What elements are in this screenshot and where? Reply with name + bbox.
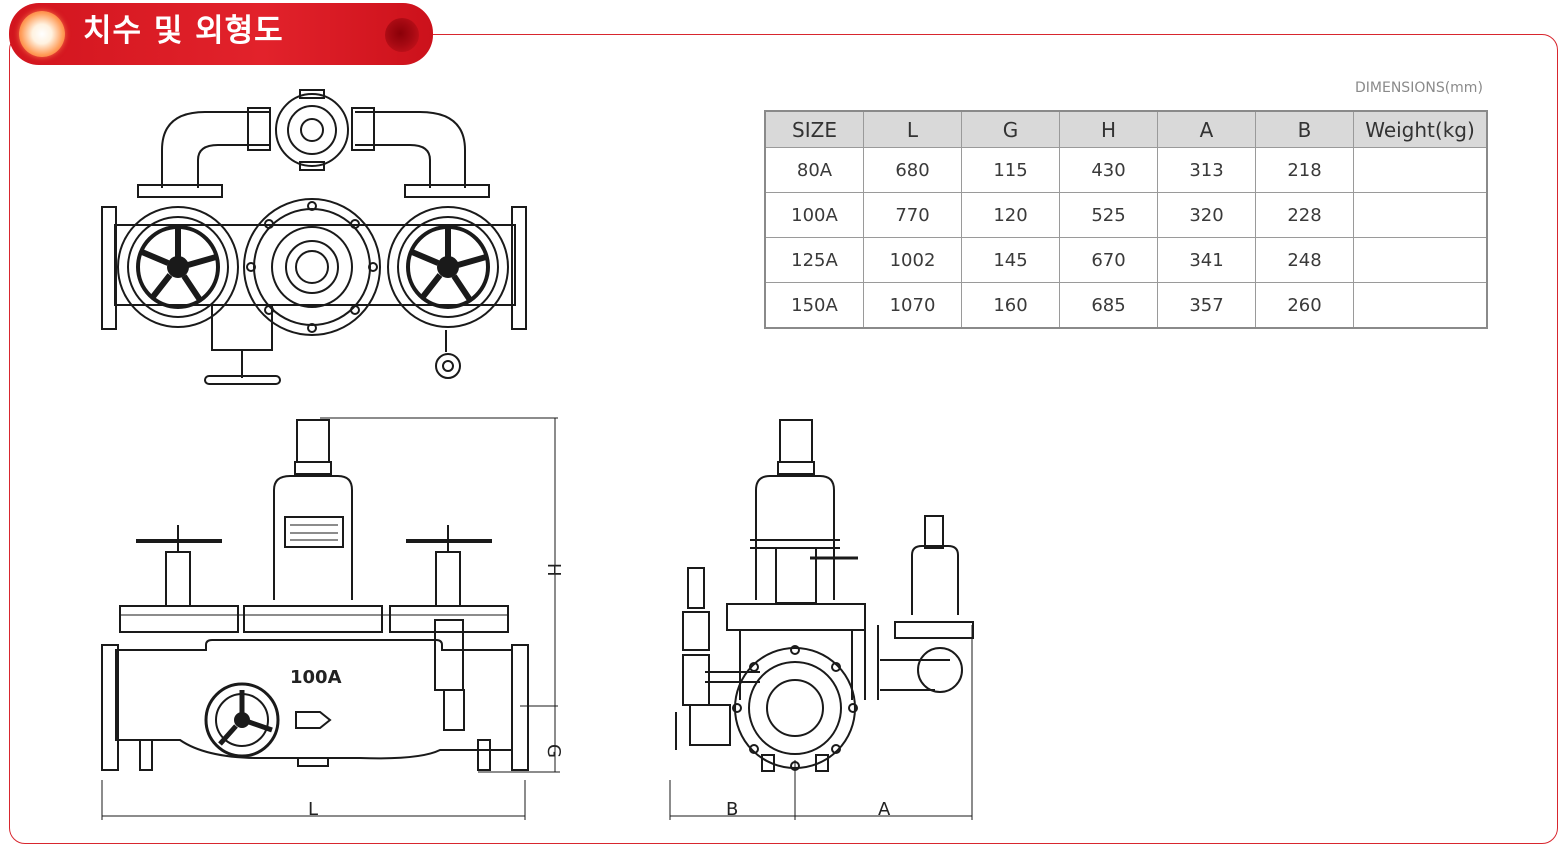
- dim-label-l: L: [308, 799, 318, 820]
- dim-label-b: B: [726, 799, 738, 820]
- table-cell: 115: [961, 147, 1060, 193]
- table-cell: 357: [1157, 282, 1256, 329]
- table-cell: 685: [1059, 282, 1158, 329]
- table-cell: [1353, 237, 1488, 283]
- table-cell: 160: [961, 282, 1060, 329]
- table-cell: 770: [863, 192, 962, 238]
- table-row: 80A 680 115 430 313 218: [764, 147, 1488, 193]
- section-title: 치수 및 외형도: [83, 13, 284, 49]
- side-view-drawing: B A: [669, 419, 974, 820]
- dot-icon: [385, 18, 419, 52]
- table-cell: 145: [961, 237, 1060, 283]
- front-view-drawing: 100A L G H: [101, 417, 564, 820]
- table-row: 125A 1002 145 670 341 248: [764, 237, 1488, 283]
- dim-label-a: A: [878, 799, 891, 820]
- column-header: SIZE: [764, 110, 864, 148]
- table-cell: 525: [1059, 192, 1158, 238]
- table-header-row: SIZE L G H A B Weight(kg): [764, 110, 1488, 148]
- table-cell: 1002: [863, 237, 962, 283]
- table-cell: 670: [1059, 237, 1158, 283]
- top-view-drawing: [101, 89, 527, 385]
- table-cell: 248: [1255, 237, 1354, 283]
- table-cell: 80A: [764, 147, 864, 193]
- bullet-icon: [19, 11, 65, 57]
- table-cell: [1353, 282, 1488, 329]
- table-row: 100A 770 120 525 320 228: [764, 192, 1488, 238]
- dimensions-table: SIZE L G H A B Weight(kg) 80A 680 115 43…: [764, 110, 1488, 329]
- table-cell: 430: [1059, 147, 1158, 193]
- table-cell: 313: [1157, 147, 1256, 193]
- table-cell: 260: [1255, 282, 1354, 329]
- table-cell: 125A: [764, 237, 864, 283]
- table-cell: [1353, 147, 1488, 193]
- content-frame: [9, 34, 1558, 844]
- table-cell: 100A: [764, 192, 864, 238]
- dim-label-g: G: [543, 744, 564, 758]
- dim-label-h: H: [543, 563, 564, 577]
- column-header: B: [1255, 110, 1354, 148]
- table-row: 150A 1070 160 685 357 260: [764, 282, 1488, 329]
- section-title-tab: [9, 3, 433, 65]
- table-cell: 218: [1255, 147, 1354, 193]
- size-mark-label: 100A: [290, 667, 342, 688]
- table-cell: 341: [1157, 237, 1256, 283]
- table-cell: 150A: [764, 282, 864, 329]
- dimensions-unit-label: DIMENSIONS(mm): [1355, 80, 1483, 96]
- table-cell: [1353, 192, 1488, 238]
- table-cell: 228: [1255, 192, 1354, 238]
- column-header: Weight(kg): [1353, 110, 1488, 148]
- table-cell: 1070: [863, 282, 962, 329]
